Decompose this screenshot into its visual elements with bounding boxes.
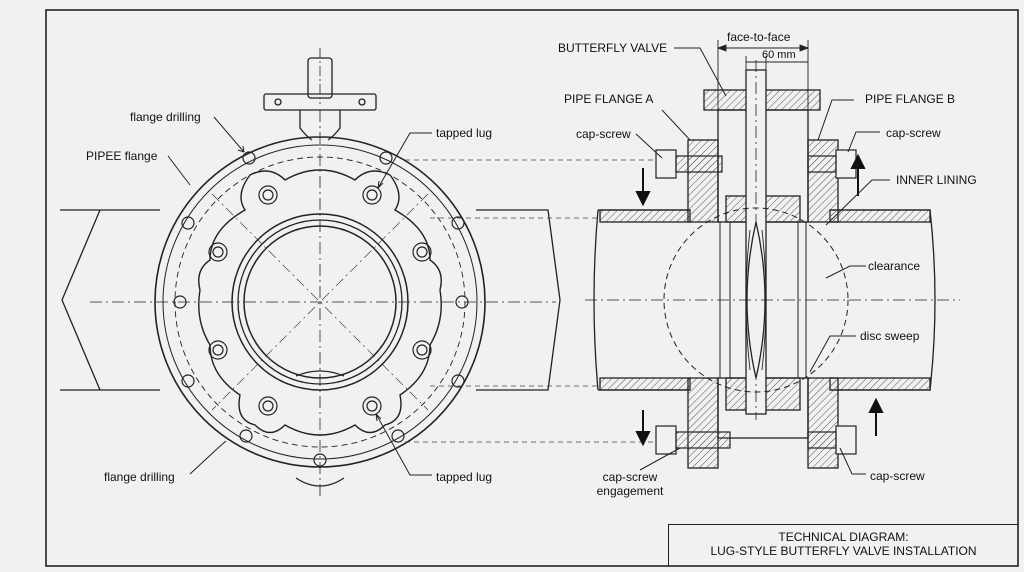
label-cap-screw-right: cap-screw	[886, 126, 941, 140]
label-tapped-lug-top: tapped lug	[436, 126, 493, 140]
drill-hole	[451, 374, 465, 388]
tapped-lug	[208, 340, 228, 360]
label-pipee-flange: PIPEE flange	[86, 149, 158, 163]
pipe-flange-a-bottom	[687, 377, 719, 469]
label-tapped-lug-bottom: tapped lug	[436, 470, 493, 484]
arrow-up-icon	[850, 153, 866, 196]
pipe-b-wall-bottom	[829, 377, 931, 391]
label-cap-screw-bottom-right: cap-screw	[870, 469, 925, 483]
drill-hole	[379, 151, 393, 165]
drill-hole	[239, 429, 253, 443]
pipe-left-stub	[60, 209, 160, 391]
pipe-right-stub	[476, 209, 561, 391]
title-line-1: TECHNICAL DIAGRAM:	[778, 530, 909, 544]
drill-hole	[181, 374, 195, 388]
tapped-lug	[362, 185, 382, 205]
cap-screw-bottom-right	[807, 425, 857, 455]
pipe-b	[830, 209, 936, 391]
direction-arrows	[635, 153, 884, 447]
label-face-to-face: face-to-face	[727, 30, 791, 44]
label-flange-drilling-bottom: flange drilling	[104, 470, 175, 484]
title-line-2: LUG-STYLE BUTTERFLY VALVE INSTALLATION	[710, 544, 977, 558]
flange-drilling-holes	[173, 151, 469, 467]
front-view	[60, 48, 561, 500]
drill-hole	[242, 151, 256, 165]
pipe-b-wall-top	[829, 209, 931, 223]
drawing-frame	[45, 9, 1019, 567]
drill-hole	[313, 453, 327, 467]
lug-body	[198, 169, 442, 436]
cap-screw-bottom-left	[655, 425, 731, 455]
drill-hole	[391, 429, 405, 443]
label-cap-screw-engagement-line2: engagement	[596, 484, 664, 498]
title-block: TECHNICAL DIAGRAM: LUG-STYLE BUTTERFLY V…	[668, 524, 1018, 566]
cap-screw-top-right	[807, 149, 857, 179]
arrow-up-icon	[868, 397, 884, 436]
tapped-lug	[412, 340, 432, 360]
tapped-lugs	[208, 185, 432, 416]
label-dimension: 60 mm	[762, 49, 796, 61]
tapped-lug	[208, 242, 228, 262]
arrow-down-icon	[635, 410, 651, 447]
label-cap-screw-engagement: cap-screw engagement	[588, 470, 672, 498]
tapped-lug	[258, 185, 278, 205]
face-to-face-dimension	[716, 40, 810, 110]
pipe-flange-b-bottom	[807, 377, 839, 469]
tapped-lug	[412, 242, 432, 262]
label-butterfly-valve: BUTTERFLY VALVE	[558, 41, 668, 55]
label-clearance: clearance	[868, 259, 921, 273]
front-view-leaders	[167, 116, 432, 476]
section-view-leaders	[635, 47, 890, 475]
tapped-lug	[362, 396, 382, 416]
label-cap-screw-left: cap-screw	[576, 127, 631, 141]
label-flange-drilling-top: flange drilling	[130, 110, 201, 124]
tapped-lug	[258, 396, 278, 416]
drill-hole	[451, 216, 465, 230]
label-inner-lining: INNER LINING	[896, 173, 977, 187]
cap-screws	[655, 149, 857, 455]
disc-sweep-arc	[663, 207, 849, 393]
drill-hole	[181, 216, 195, 230]
section-view	[585, 60, 960, 469]
pipe-a-wall-top	[599, 209, 691, 223]
label-cap-screw-engagement-line1: cap-screw	[602, 470, 658, 484]
arrow-down-icon	[635, 168, 651, 207]
valve-neck	[299, 110, 341, 141]
label-pipe-flange-a: PIPE FLANGE A	[564, 92, 654, 106]
drill-hole	[173, 295, 187, 309]
projection-lines	[405, 159, 660, 443]
pipe-flange-b-top	[807, 139, 839, 223]
label-disc-sweep: disc sweep	[860, 329, 920, 343]
pipe-flange-a-top	[687, 139, 719, 223]
pipe-a-wall-bottom	[599, 377, 691, 391]
drill-hole	[455, 295, 469, 309]
label-pipe-flange-b: PIPE FLANGE B	[865, 92, 956, 106]
